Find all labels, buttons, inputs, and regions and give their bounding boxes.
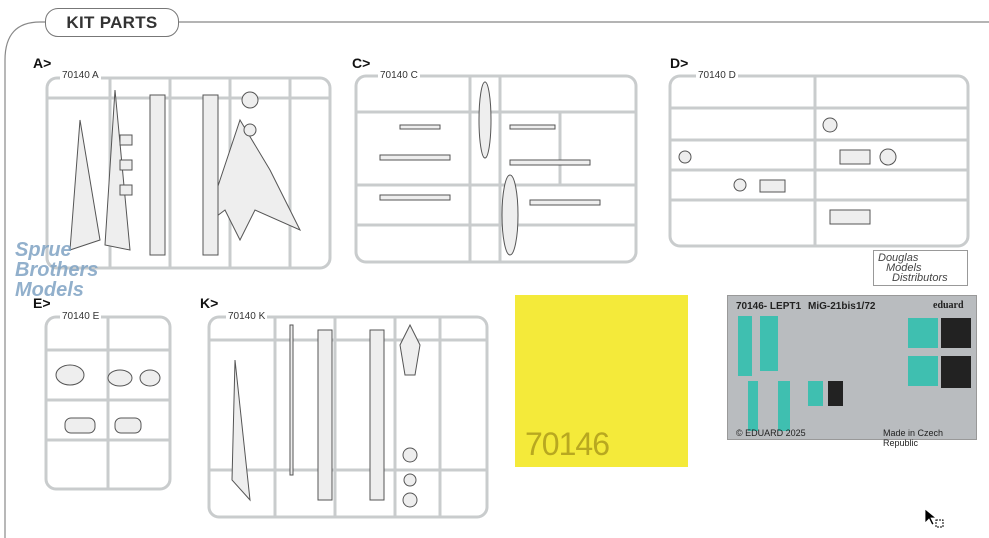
pe-panel — [941, 356, 971, 388]
pe-panel — [808, 381, 823, 406]
pe-scale: 1/72 — [856, 301, 876, 312]
section-title: KIT PARTS — [45, 8, 179, 37]
sprue-d-code: 70140 D — [696, 70, 738, 81]
distributor-line1: Douglas — [878, 252, 919, 264]
sprue-k-code: 70140 K — [226, 311, 268, 322]
pe-panel — [908, 318, 938, 348]
photoetch-fret: 70146- LEPT1 MiG-21bis 1/72 eduard © EDU… — [727, 295, 977, 448]
pe-model: MiG-21bis — [808, 301, 856, 312]
sprue-c-label: C> — [352, 55, 371, 71]
pe-panel — [760, 316, 778, 371]
sprue-d-label: D> — [670, 55, 689, 71]
pe-brand: eduard — [933, 300, 964, 311]
pe-panel — [941, 318, 971, 348]
sprue-a-code: 70140 A — [60, 70, 101, 81]
distributor-logo: Douglas Models Distributors — [873, 250, 968, 286]
mask-sheet: 70146 — [515, 295, 688, 467]
cursor-icon — [924, 508, 944, 528]
sprue-e-code: 70140 E — [60, 311, 102, 322]
watermark-line3: Models — [15, 279, 84, 301]
mask-number: 70146 — [525, 426, 610, 462]
watermark-line1: Sprue — [15, 239, 72, 261]
pe-panel — [828, 381, 843, 406]
pe-panel — [738, 316, 752, 376]
pe-panel — [748, 381, 758, 431]
sprue-k-label: K> — [200, 295, 219, 311]
sprue-e-label: E> — [33, 295, 51, 311]
sprue-c-code: 70140 C — [378, 70, 420, 81]
distributor-line2: Models — [886, 262, 922, 274]
distributor-line3: Distributors — [892, 272, 948, 284]
pe-panel — [778, 381, 790, 431]
pe-copyright: © EDUARD 2025 — [736, 428, 806, 438]
watermark-line2: Brothers — [15, 259, 99, 281]
pe-origin: Made in Czech Republic — [883, 428, 944, 448]
watermark-logo: Sprue Brothers Models — [15, 240, 98, 300]
pe-panel — [908, 356, 938, 386]
sprue-a-label: A> — [33, 55, 52, 71]
pe-code: 70146- LEPT1 — [736, 301, 802, 312]
